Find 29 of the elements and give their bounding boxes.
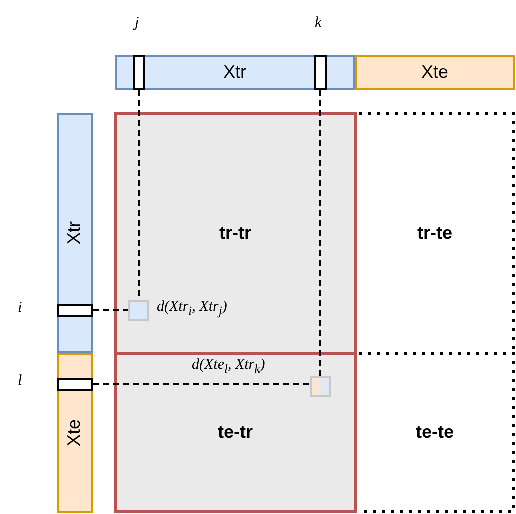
- distance-label: d(Xtr$_{i}$, Xtr$_{j}$): [157, 298, 228, 319]
- index-label: l: [18, 372, 22, 390]
- marker-icon: [57, 378, 93, 391]
- marker-icon: [314, 55, 327, 90]
- marker-icon: [133, 55, 145, 90]
- block-label: te-te: [416, 422, 454, 442]
- dashed-line: [320, 90, 322, 376]
- matrix-block: [114, 112, 357, 355]
- matrix-entry-icon: [310, 376, 331, 397]
- dashed-line: [93, 384, 310, 386]
- matrix-block: [114, 352, 357, 513]
- data-bar: [115, 55, 355, 90]
- index-label: i: [18, 299, 22, 317]
- marker-icon: [57, 304, 93, 317]
- bar-label: Xtr: [224, 62, 246, 82]
- block-label: tr-tr: [220, 224, 252, 244]
- dashed-line: [93, 310, 128, 312]
- bar-label: Xte: [65, 419, 85, 447]
- bar-label: Xtr: [65, 222, 85, 244]
- index-label: j: [135, 14, 140, 32]
- distance-label: d(Xte$_{l}$, Xtr$_{k}$): [192, 356, 266, 377]
- block-label: tr-te: [418, 224, 452, 244]
- matrix-entry-icon: [128, 300, 149, 321]
- data-bar: [57, 353, 93, 513]
- data-bar: [57, 113, 93, 353]
- data-bar: [355, 55, 515, 90]
- block-label: te-tr: [218, 422, 253, 442]
- index-label: k: [315, 14, 322, 32]
- bar-label: Xte: [421, 62, 449, 82]
